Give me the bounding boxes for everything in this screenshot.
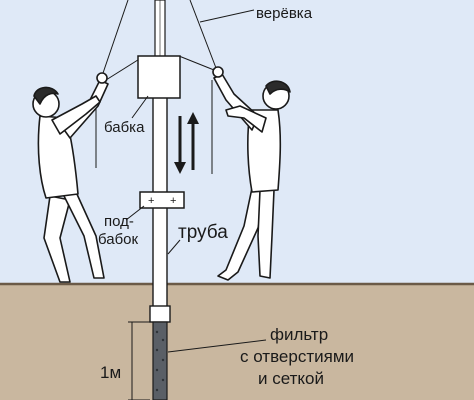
worker-left [32,72,109,283]
babka-weight [137,55,181,99]
rope-babka-left [105,57,142,81]
arrow-down-icon [174,116,186,174]
label-filter-line1: фильтр [270,325,328,344]
label-rope: верёвка [256,5,313,22]
rod [154,0,166,63]
label-podbabok-line1: под- [104,213,134,230]
pipe-coupling [149,305,171,323]
worker-left-arm-rear [51,95,101,135]
label-filter-line3: и сеткой [258,369,324,388]
worker-left-hair [33,86,59,105]
ropes [95,0,217,174]
label-podbabok-line2: бабок [98,231,139,248]
leader-babka [131,95,149,119]
worker-right-arm-rear [225,105,267,133]
arrow-up-icon [187,112,199,170]
filter-holes [155,330,165,392]
leader-rope [199,9,255,23]
ground [0,284,474,400]
svg-text:+: + [148,195,154,207]
rope-right [189,0,217,69]
podbabok-clamp: + + [139,191,185,209]
svg-text:+: + [170,195,176,207]
leader-pipe [167,239,181,255]
label-babka: бабка [104,119,145,136]
worker-right-hand [212,66,224,78]
worker-right [212,66,291,281]
label-depth: 1м [100,363,121,382]
rope-left [101,0,129,77]
worker-left-hand [96,72,108,84]
label-pipe: труба [178,222,228,243]
leader-filter [167,339,267,353]
label-filter-line2: с отверстиями [240,347,354,366]
filter-section [152,321,168,400]
leader-podbabok [125,205,145,221]
rope-babka-right [178,55,215,71]
leader-lines [125,9,267,400]
worker-right-torso [247,109,282,193]
worker-right-hair [265,80,291,95]
pipe [149,95,171,400]
sky-background [0,0,474,284]
